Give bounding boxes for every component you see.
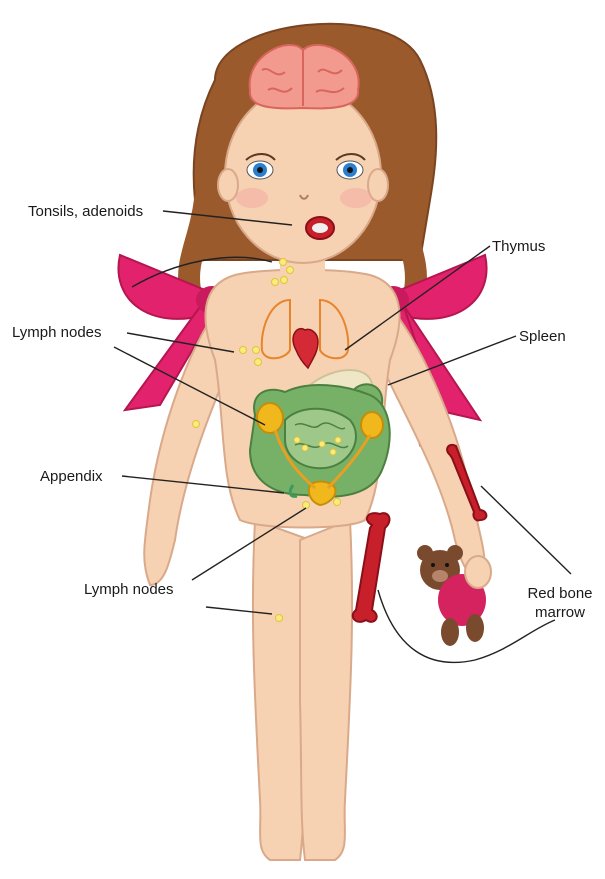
label-red-bone-marrow-line1: Red bone xyxy=(520,584,600,603)
spleen-organ xyxy=(361,412,383,438)
right-hand xyxy=(465,556,491,588)
label-red-bone-marrow: Red bone marrow xyxy=(520,584,600,622)
label-lymph-nodes-upper: Lymph nodes xyxy=(12,323,102,342)
label-lymph-nodes-lower: Lymph nodes xyxy=(84,580,174,599)
brain xyxy=(250,45,359,108)
label-spleen: Spleen xyxy=(519,327,566,346)
label-appendix: Appendix xyxy=(40,467,103,486)
left-kidney xyxy=(257,403,283,433)
label-tonsils-adenoids: Tonsils, adenoids xyxy=(28,202,143,221)
label-thymus: Thymus xyxy=(492,237,545,256)
leader-marrow-arm xyxy=(481,486,571,574)
label-red-bone-marrow-line2: marrow xyxy=(520,603,600,622)
